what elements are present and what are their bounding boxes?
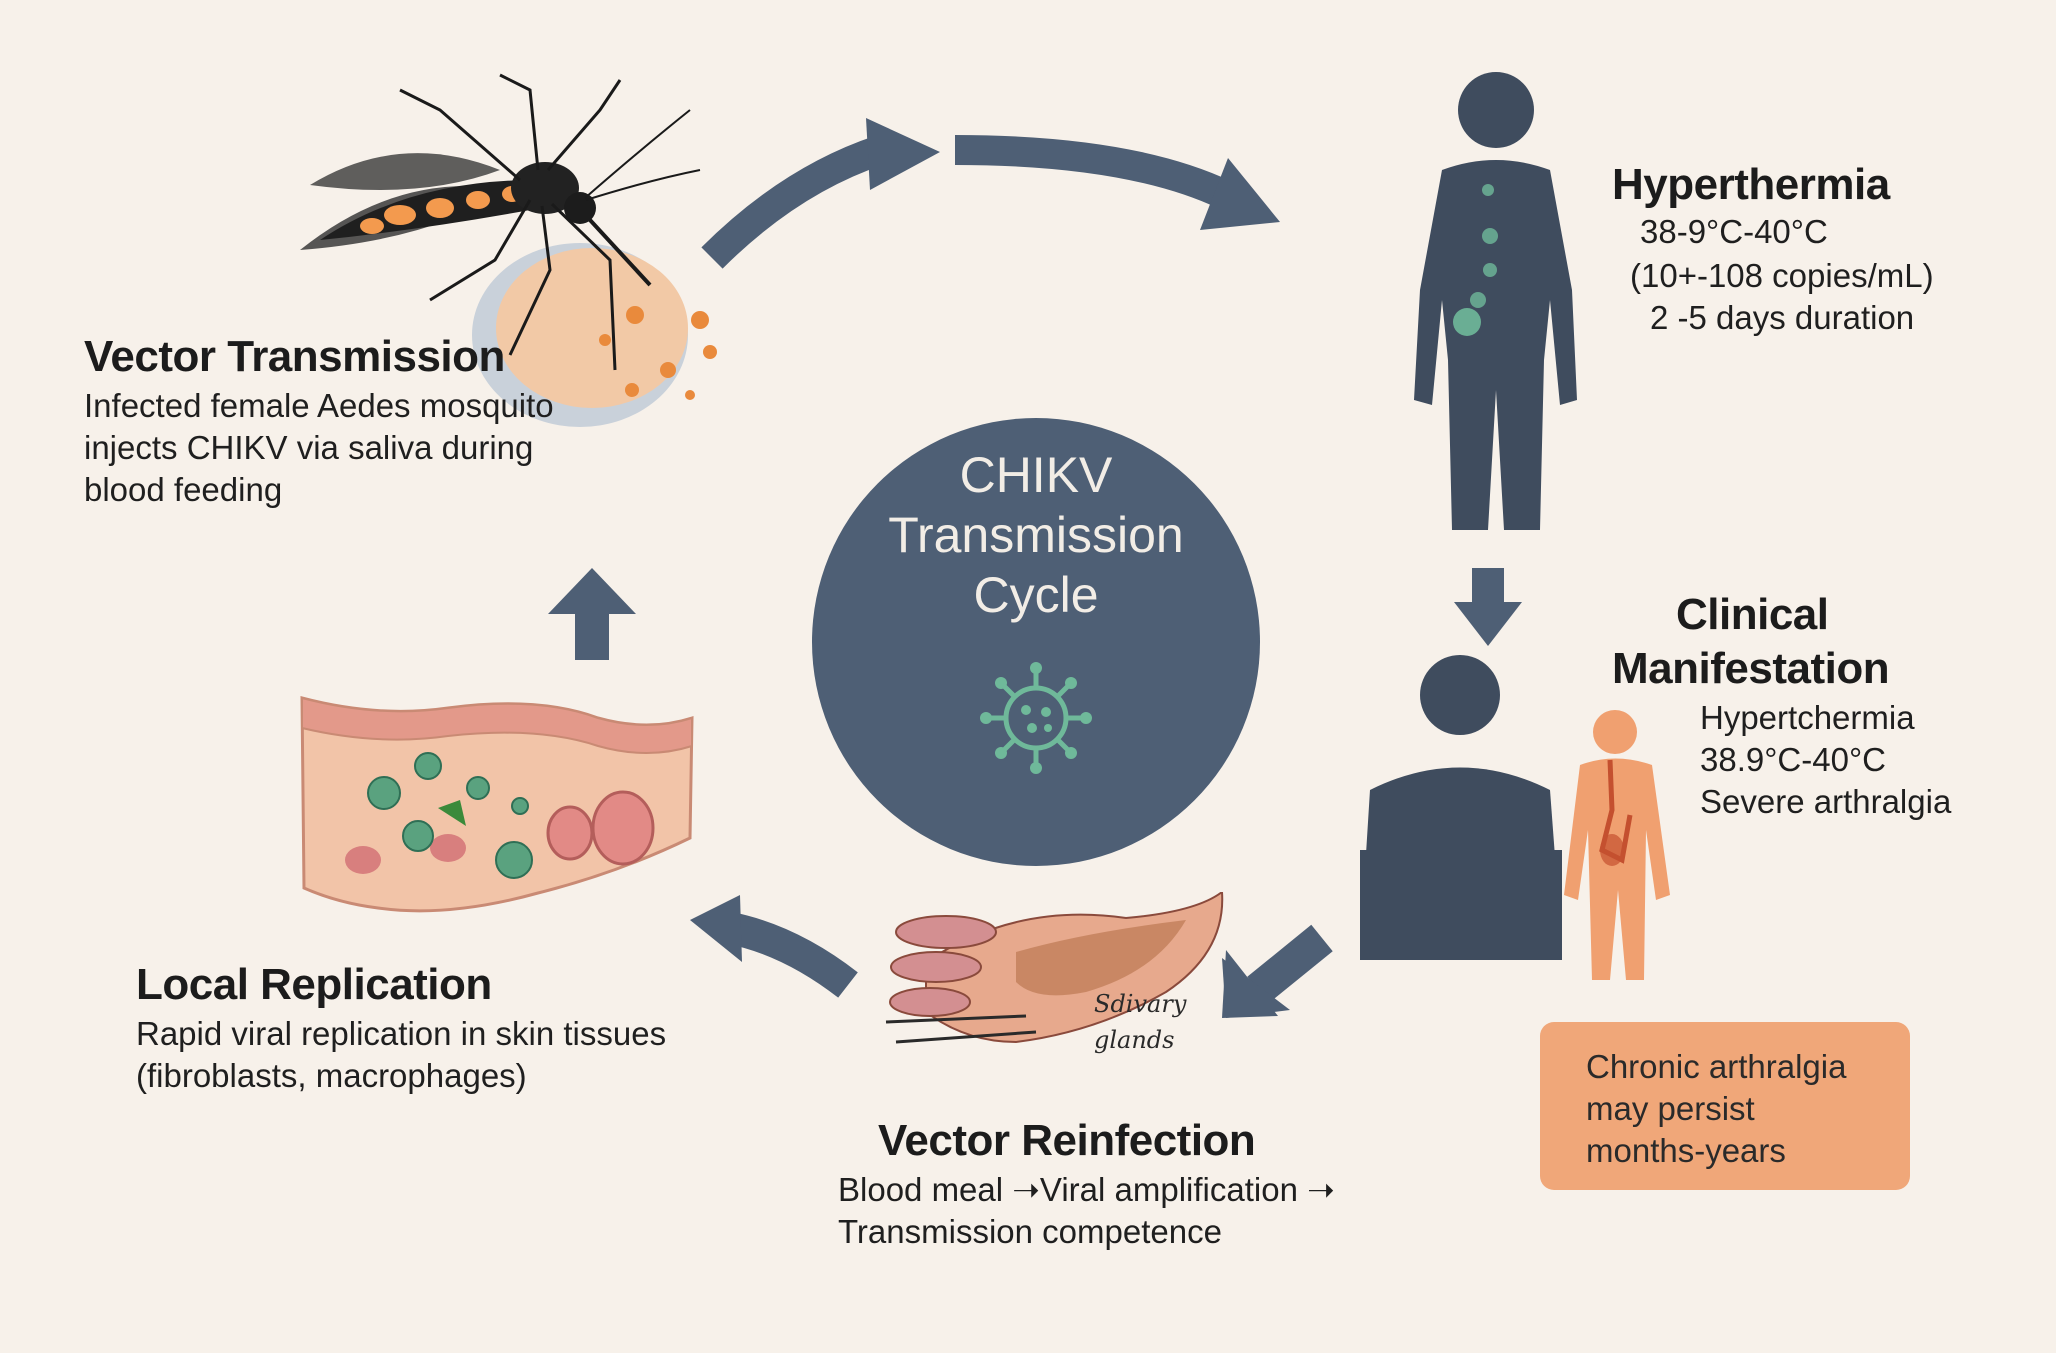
clinical-line-1: Hypertchermia — [1700, 699, 1915, 736]
virus-particles-blood — [1453, 184, 1498, 336]
mosquito-illustration — [300, 73, 717, 427]
hyperthermia-heading: Hyperthermia — [1612, 160, 1890, 209]
center-title-line-2: Transmission — [888, 507, 1184, 563]
vector-transmission-line-2: injects CHIKV via saliva during — [84, 429, 534, 466]
arrow-bottom-right — [1222, 924, 1333, 1018]
arrow-up — [548, 568, 636, 660]
arrow-down — [1454, 568, 1522, 646]
callout-line-3: months-years — [1586, 1132, 1786, 1169]
vector-reinfection-heading: Vector Reinfection — [878, 1116, 1256, 1165]
arrow-bottom-left — [690, 895, 858, 998]
tissue-virus-particles — [367, 752, 533, 879]
hyperthermia-line-2: (10+-108 copies/mL) — [1630, 257, 1934, 294]
clinical-heading-line-2: Manifestation — [1612, 644, 1890, 693]
callout-line-1: Chronic arthralgia — [1586, 1048, 1847, 1085]
clinical-heading-line-1: Clinical — [1676, 590, 1829, 639]
salivary-gland-illustration — [885, 892, 1224, 1044]
callout-line-2: may persist — [1586, 1090, 1755, 1127]
local-replication-line-2: (fibroblasts, macrophages) — [136, 1057, 527, 1094]
clinical-line-2: 38.9°C-40°C — [1700, 741, 1886, 778]
center-title-circle: CHIKV Transmission Cycle — [812, 418, 1260, 866]
arrow-top-left — [701, 118, 940, 269]
human-silhouette-fever — [1414, 72, 1577, 530]
hyperthermia-line-1: 38-9°C-40°C — [1640, 213, 1828, 250]
vector-reinfection-line-2: Transmission competence — [838, 1213, 1222, 1250]
local-replication-line-1: Rapid viral replication in skin tissues — [136, 1015, 667, 1052]
arrow-top-right — [954, 135, 1280, 230]
human-figures-clinical — [1360, 655, 1670, 980]
center-title-line-1: CHIKV — [959, 447, 1113, 503]
virus-icon — [980, 662, 1092, 774]
vector-transmission-heading: Vector Transmission — [84, 332, 505, 381]
skin-bite-patch — [472, 243, 717, 427]
hyperthermia-line-3: 2 -5 days duration — [1650, 299, 1915, 336]
clinical-line-3: Severe arthralgia — [1700, 783, 1952, 820]
center-title-line-3: Cycle — [973, 567, 1099, 623]
gland-label-line-2: glands — [1094, 1026, 1175, 1054]
chronic-arthralgia-callout: Chronic arthralgia may persist months-ye… — [1540, 1022, 1910, 1190]
vector-transmission-line-1: Infected female Aedes mosquito — [84, 387, 554, 424]
skin-tissue-illustration — [300, 696, 694, 913]
vector-reinfection-line-1: Blood meal ➝Viral amplification ➝ — [838, 1171, 1335, 1208]
local-replication-heading: Local Replication — [136, 960, 492, 1009]
tissue-cells — [345, 790, 655, 874]
vector-transmission-line-3: blood feeding — [84, 471, 283, 508]
gland-label-line-1: Sdivary — [1094, 990, 1187, 1018]
